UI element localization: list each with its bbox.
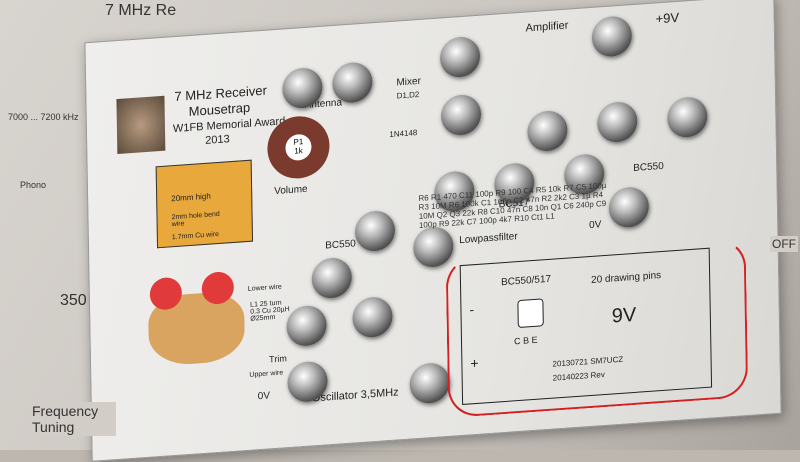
red-wire	[445, 237, 749, 418]
drawing-pin	[412, 225, 454, 269]
drawing-pin	[286, 304, 327, 348]
pot-value: 1k	[294, 146, 303, 156]
component-label: C7	[466, 216, 477, 227]
drawing-pin	[666, 95, 708, 139]
drawing-pin	[597, 100, 638, 144]
component-label: 4k7	[498, 214, 513, 225]
amplifier-label: Amplifier	[525, 19, 569, 35]
upper-wire-label: Upper wire	[249, 369, 284, 379]
bg-phono: Phono	[20, 180, 47, 190]
bg-off: OFF	[770, 236, 798, 252]
drawing-pin	[527, 109, 568, 153]
clip-note: 20mm high	[171, 191, 211, 204]
drawing-pin	[409, 361, 451, 405]
q3-label: BC550	[633, 160, 664, 175]
lowpass-label: Lowpassfilter	[459, 231, 518, 247]
trim-label: Trim	[269, 353, 287, 365]
mixer-label: Mixer	[396, 75, 421, 89]
drawing-pin	[591, 15, 633, 58]
drawing-pin	[311, 256, 353, 300]
bg-tuning: Frequency Tuning	[30, 402, 116, 436]
component-label: Ct1	[531, 212, 544, 223]
component-label: R9	[438, 218, 450, 229]
component-label: 100p	[478, 215, 497, 226]
clip-panel: 20mm high 2mm hole bend wire 1.7mm Cu wi…	[155, 159, 254, 249]
circuit-board: 7 MHz Receiver Mousetrap W1FB Memorial A…	[84, 0, 782, 462]
drawing-pin	[332, 61, 373, 104]
component-label: Q1	[550, 202, 562, 212]
mouse-photo	[116, 95, 166, 155]
drawing-pin	[352, 295, 393, 339]
drawing-pin	[354, 209, 396, 253]
board-subtitle: Mousetrap	[188, 99, 251, 120]
bg-freq: 7000 ... 7200 kHz	[8, 112, 79, 122]
diodes-label: D1,D2	[396, 89, 420, 101]
volume-label: Volume	[274, 183, 308, 198]
component-label: 100p	[418, 219, 437, 230]
component-label: C6	[563, 201, 574, 211]
zero-v-label-2: 0V	[589, 219, 602, 232]
zero-v-label: 0V	[257, 390, 271, 403]
component-label: 22k	[451, 217, 465, 228]
drawing-pin	[439, 35, 481, 79]
board-year: 2013	[205, 133, 230, 147]
hole-note: 2mm hole bend wire	[171, 210, 220, 229]
bg-title: 7 MHz Re	[105, 2, 177, 19]
component-label: C9	[595, 198, 607, 209]
component-label: R10	[514, 213, 529, 224]
bg-number: 350	[60, 292, 87, 309]
coil-label: L1 25 turn 0.3 Cu 20µH Ø25mm	[250, 299, 290, 323]
drawing-pin	[440, 93, 482, 137]
component-label: 240p	[575, 199, 594, 211]
lower-wire-label: Lower wire	[247, 283, 282, 293]
diode-type: 1N4148	[389, 128, 418, 140]
cu-wire-note: 1.7mm Cu wire	[171, 230, 220, 242]
supply-label: +9V	[655, 9, 680, 27]
component-label: L1	[545, 211, 555, 222]
q1-label: BC550	[325, 238, 356, 252]
